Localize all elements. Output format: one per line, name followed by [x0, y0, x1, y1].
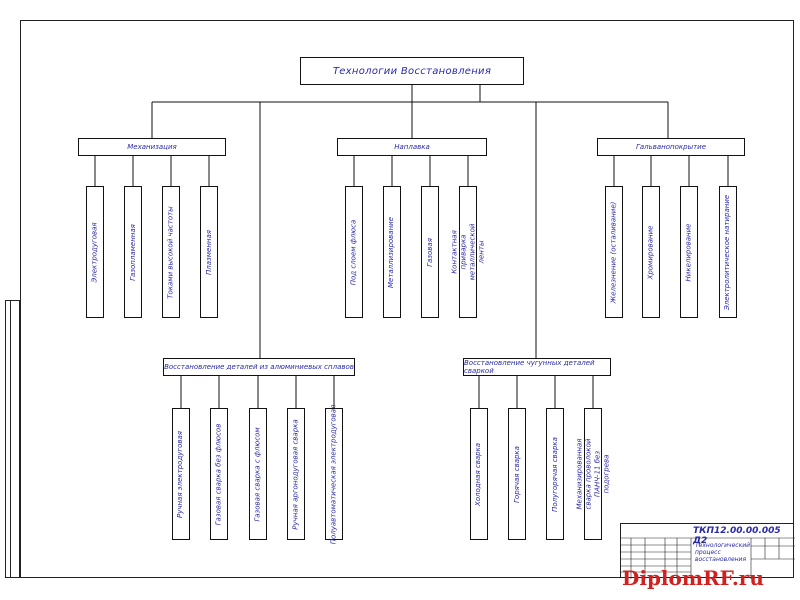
leaf-node: Холодная сварка: [470, 408, 488, 540]
leaf-node: Полуавтоматическая электродуговая: [325, 404, 343, 544]
leaf-label: Токами высокой частоты: [166, 205, 175, 299]
group-header-mechanization: Механизация: [78, 138, 226, 156]
leaf-label: Плазменная: [204, 229, 213, 275]
leaf-node: Хромирование: [642, 186, 660, 318]
leaf-node: Полугорячая сварка: [546, 408, 564, 540]
title-block-grid: [621, 537, 795, 579]
leaf-label: Железнение (осталивание): [609, 201, 618, 303]
leaf-node: Железнение (осталивание): [605, 186, 623, 318]
group-header-electroplating: Гальванопокрытие: [597, 138, 745, 156]
leaf-label: Газовая: [425, 237, 434, 267]
leaf-node: Токами высокой частоты: [162, 186, 180, 318]
title-block: ТКП12.00.00.005 Д2 Технологический проце…: [620, 523, 795, 579]
leaf-label: Газовая сварка без флюсов: [214, 423, 223, 525]
leaf-label: Холодная сварка: [474, 442, 483, 506]
leaf-label: Под слоем флюса: [349, 219, 358, 285]
leaf-node: Контактная приварка металлической ленты: [450, 186, 485, 318]
leaf-label: Ручная электродуговая: [176, 430, 185, 518]
document-code: ТКП12.00.00.005 Д2: [693, 526, 781, 546]
leaf-node: Электролитическое натирание: [719, 186, 737, 318]
leaf-node: Газовая сварка с флюсом: [249, 408, 267, 540]
leaf-node: Ручная аргонодуговая сварка: [287, 408, 305, 540]
leaf-node: Электродуговая: [86, 186, 104, 318]
watermark-logo: DiplomRF.ru: [622, 566, 764, 590]
group-label: Механизация: [127, 143, 177, 151]
leaf-label: Газовая сварка с флюсом: [253, 426, 262, 522]
leaf-node: Механизированная сварка проволокой ПАНЧ-…: [575, 408, 610, 540]
leaf-node: Газовая сварка без флюсов: [210, 408, 228, 540]
group-label: Восстановление чугунных деталей сваркой: [464, 359, 595, 375]
leaf-label: Полугорячая сварка: [550, 436, 559, 512]
leaf-label: Механизированная сварка проволокой ПАНЧ-…: [575, 438, 611, 510]
leaf-label: Ручная аргонодуговая сварка: [291, 418, 300, 530]
leaf-label: Полуавтоматическая электродуговая: [329, 404, 338, 544]
outer-frame: [20, 20, 794, 578]
leaf-label: Электролитическое натирание: [723, 194, 732, 310]
leaf-node: Ручная электродуговая: [172, 408, 190, 540]
group-header-surfacing: Наплавка: [337, 138, 487, 156]
leaf-label: Металлизирование: [387, 216, 396, 288]
root-label: Технологии Восстановления: [332, 65, 492, 77]
leaf-label: Горячая сварка: [512, 445, 521, 503]
leaf-node: Металлизирование: [383, 186, 401, 318]
group-header-aluminium: Восстановление деталей из алюминиевых сп…: [163, 358, 355, 376]
leaf-node: Горячая сварка: [508, 408, 526, 540]
document-title: Технологический процесс восстановления: [695, 542, 751, 563]
root-node: Технологии Восстановления: [300, 57, 524, 85]
leaf-node: Газовая: [421, 186, 439, 318]
group-label: Восстановление деталей из алюминиевых сп…: [164, 363, 354, 371]
leaf-label: Газопламенная: [128, 223, 137, 281]
group-label: Наплавка: [394, 143, 430, 151]
group-header-cast-iron: Восстановление чугунных деталей сваркой: [463, 358, 611, 376]
leaf-label: Никелирование: [684, 223, 693, 281]
leaf-node: Плазменная: [200, 186, 218, 318]
leaf-label: Электродуговая: [90, 221, 99, 283]
binding-strip-col: [10, 300, 20, 578]
leaf-node: Газопламенная: [124, 186, 142, 318]
leaf-node: Никелирование: [680, 186, 698, 318]
leaf-node: Под слоем флюса: [345, 186, 363, 318]
leaf-label: Контактная приварка металлической ленты: [450, 223, 486, 281]
group-label: Гальванопокрытие: [635, 143, 707, 151]
leaf-label: Хромирование: [646, 225, 655, 279]
